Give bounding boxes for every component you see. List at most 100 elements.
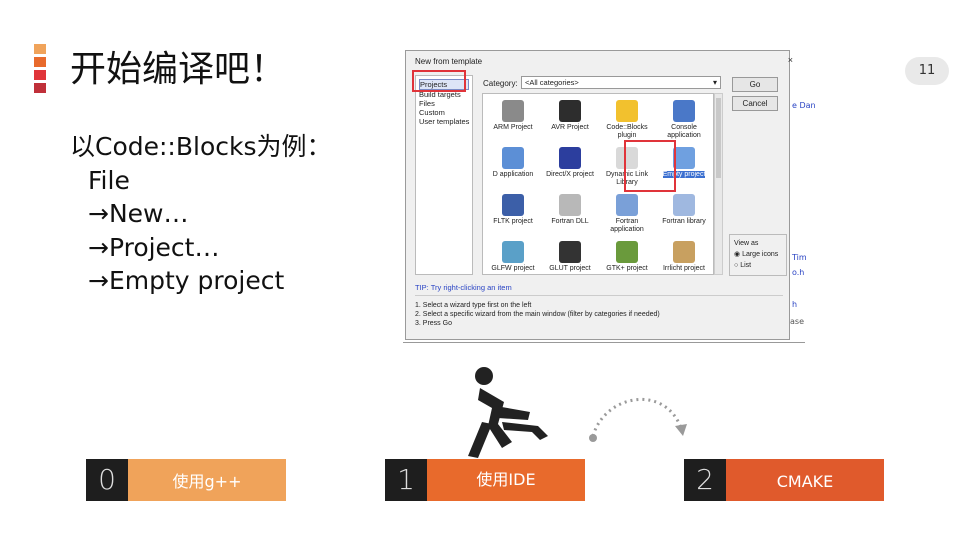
template-label: GLUT project (542, 265, 598, 273)
instruction-line-4: →Project… (88, 232, 220, 262)
step-1: 1 使用IDE (385, 459, 585, 501)
template-label-text: ARM Project (493, 124, 533, 131)
grid-scrollbar[interactable] (714, 93, 723, 275)
template-label: Irrlicht project (656, 265, 712, 273)
step-1-label: 使用IDE (427, 459, 585, 501)
template-label: ARM Project (485, 124, 541, 132)
template-icon (502, 147, 524, 169)
view-list-radio[interactable]: ○ List (734, 262, 752, 269)
template-tile[interactable]: D application (485, 143, 541, 193)
template-label-text: Fortran library (662, 218, 706, 225)
template-tile[interactable]: GLUT project (542, 237, 598, 274)
view-as-group: View as ◉ Large icons ○ List (729, 234, 787, 276)
background-text-fragment-1: e Dan (792, 101, 816, 110)
wizard-steps: 1. Select a wizard type first on the lef… (415, 301, 660, 328)
step-0: 0 使用g++ (86, 459, 286, 501)
template-tile[interactable]: Direct/X project (542, 143, 598, 193)
template-icon (502, 194, 524, 216)
template-icon (673, 194, 695, 216)
template-icon (616, 100, 638, 122)
step-0-number: 0 (86, 459, 128, 501)
template-label: Direct/X project (542, 171, 598, 179)
step-2-label: CMAKE (726, 459, 884, 501)
instruction-line-2: File (88, 165, 130, 195)
template-icon (502, 241, 524, 263)
highlight-empty-project (624, 140, 676, 192)
view-large-label: Large icons (742, 251, 779, 258)
template-icon (502, 100, 524, 122)
template-tile[interactable]: AVR Project (542, 96, 598, 146)
template-tile[interactable]: GLFW project (485, 237, 541, 274)
template-label-text: Direct/X project (546, 171, 594, 178)
template-icon (616, 147, 638, 169)
background-text-fragment-3: o.h (792, 268, 805, 277)
template-label-text: Dynamic Link Library (605, 171, 648, 186)
template-label-text: GLUT project (549, 265, 591, 272)
list-item-projects[interactable]: Projects (419, 79, 469, 90)
slide-title: 开始编译吧！ (70, 49, 287, 90)
template-label-text: Irrlicht project (662, 265, 705, 272)
template-label-text: Fortran application (610, 218, 644, 233)
close-icon[interactable]: × (787, 55, 793, 65)
view-as-label: View as (734, 240, 759, 247)
step-2-number: 2 (684, 459, 726, 501)
scrollbar-thumb[interactable] (716, 98, 721, 178)
cancel-button[interactable]: Cancel (732, 96, 778, 111)
wizard-step-3: 3. Press Go (415, 320, 452, 327)
template-tile[interactable]: GTK+ project (599, 237, 655, 274)
divider (415, 295, 783, 296)
template-label: Fortran library (656, 218, 712, 226)
instruction-line-3: →New… (88, 199, 189, 228)
step-0-label: 使用g++ (128, 459, 286, 501)
template-icon (559, 100, 581, 122)
category-select[interactable]: <All categories> (521, 76, 721, 89)
screenshot-underline (403, 342, 805, 343)
template-type-list: Projects Build targets Files Custom User… (415, 75, 473, 275)
instruction-line-5: →Empty project (88, 266, 285, 295)
template-icon (559, 194, 581, 216)
template-tile[interactable]: Irrlicht project (656, 237, 712, 274)
list-item-files[interactable]: Files (419, 99, 435, 108)
accent-bar-2 (34, 57, 46, 67)
template-label: AVR Project (542, 124, 598, 132)
template-label: Fortran DLL (542, 218, 598, 226)
template-label: D application (485, 171, 541, 179)
instruction-text: 以Code::Blocks为例： File →New… →Project… →E… (70, 130, 332, 298)
template-tile[interactable]: Console application (656, 96, 712, 146)
category-label: Category: (483, 79, 518, 88)
template-tile[interactable]: Code::Blocks plugin (599, 96, 655, 146)
template-tile[interactable]: ARM Project (485, 96, 541, 146)
list-item-build-targets[interactable]: Build targets (419, 90, 461, 99)
list-item-custom[interactable]: Custom (419, 108, 445, 117)
template-tile[interactable]: Fortran DLL (542, 190, 598, 240)
instruction-line-1: 以Code::Blocks为例： (70, 132, 332, 161)
template-label-text: Console application (667, 124, 701, 139)
template-tile[interactable]: Empty project (656, 143, 712, 193)
walking-person-icon (468, 367, 548, 458)
template-label-text: GTK+ project (606, 265, 648, 272)
accent-bar-1 (34, 44, 46, 54)
template-label: GTK+ project (599, 265, 655, 273)
template-label-text: AVR Project (551, 124, 589, 131)
title-accent-bars (34, 44, 46, 96)
template-icon (616, 241, 638, 263)
template-tile[interactable]: FLTK project (485, 190, 541, 240)
list-item-user-templates[interactable]: User templates (419, 117, 470, 126)
dialog-title: New from template (415, 57, 483, 66)
template-tile[interactable]: Fortran application (599, 190, 655, 240)
background-text-fragment-2: Tim (792, 253, 807, 262)
template-label-text: GLFW project (491, 265, 535, 272)
template-label: Code::Blocks plugin (599, 124, 655, 140)
template-label-text: Fortran DLL (551, 218, 589, 225)
background-text-fragment-4: h (792, 300, 798, 309)
template-tile[interactable]: Fortran library (656, 190, 712, 240)
go-button[interactable]: Go (732, 77, 778, 92)
template-label-text: FLTK project (493, 218, 533, 225)
wizard-step-2: 2. Select a specific wizard from the mai… (415, 311, 660, 318)
template-label-text: D application (492, 171, 534, 178)
page-number: 11 (905, 57, 949, 85)
view-large-icons-radio[interactable]: ◉ Large icons (734, 251, 779, 258)
template-tile[interactable]: Dynamic Link Library (599, 143, 655, 193)
template-label: FLTK project (485, 218, 541, 226)
background-text-fragment-5: ase (790, 317, 804, 326)
